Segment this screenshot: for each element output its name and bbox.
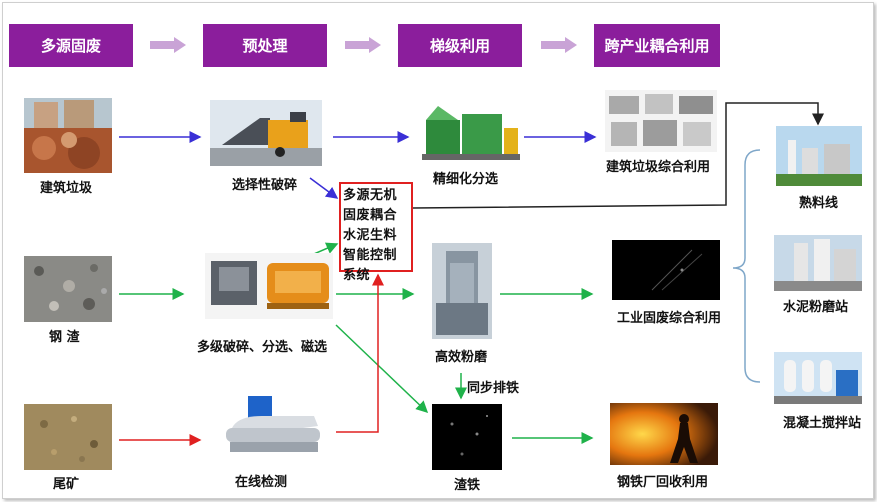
label-selective-crushing: 选择性破碎 — [232, 178, 298, 193]
photo-industrial-waste — [612, 240, 720, 300]
control-system-box: 多源无机固废耦合水泥生料智能控制系统 — [339, 182, 413, 283]
label-tailings: 尾矿 — [53, 477, 80, 492]
stage-pretreatment-label: 预处理 — [242, 37, 288, 55]
arrow-black — [412, 102, 824, 209]
label-industrial-util: 工业固废综合利用 — [617, 311, 722, 326]
stage-pretreatment: 预处理 — [203, 24, 327, 67]
label-online-detection: 在线检测 — [235, 475, 288, 490]
control-system-label: 多源无机固废耦合水泥生料智能控制系统 — [343, 188, 398, 283]
photo-construction-waste — [24, 98, 112, 173]
photo-multi-crusher — [205, 253, 333, 319]
photo-crusher — [210, 100, 322, 166]
photo-building-blocks — [605, 90, 717, 152]
label-construction-util: 建筑垃圾综合利用 — [606, 160, 711, 175]
photo-vertical-mill — [432, 243, 492, 339]
photo-concrete-station — [774, 352, 862, 404]
label-concrete-mixing: 混凝土搅拌站 — [783, 416, 862, 431]
arrow-blue — [309, 177, 339, 199]
stage-sources-label: 多源固废 — [40, 37, 101, 55]
photo-tailings — [24, 404, 112, 470]
label-slag-iron: 渣铁 — [454, 478, 481, 493]
photo-sorting-machine — [418, 100, 522, 166]
label-clinker: 熟料线 — [799, 196, 839, 211]
chevron-right-icon — [150, 37, 186, 53]
label-high-eff-grinding: 高效粉磨 — [435, 350, 488, 365]
photo-clinker-line — [776, 126, 862, 186]
stage-cross-industry: 跨产业耦合利用 — [594, 24, 720, 67]
stage-cross-industry-label: 跨产业耦合利用 — [604, 37, 710, 55]
stage-cascade-label: 梯级利用 — [429, 37, 490, 55]
bracket — [732, 149, 761, 383]
label-multi-stage: 多级破碎、分选、磁选 — [197, 340, 328, 355]
stage-sources: 多源固废 — [9, 24, 133, 67]
label-cement-grinding: 水泥粉磨站 — [783, 300, 849, 315]
label-steel-slag: 钢 渣 — [49, 330, 80, 345]
chevron-right-icon — [345, 37, 381, 53]
label-steel-recycling: 钢铁厂回收利用 — [617, 475, 709, 490]
arrow-red — [336, 273, 384, 433]
photo-slag-iron — [432, 404, 502, 470]
label-construction-waste: 建筑垃圾 — [40, 181, 93, 196]
photo-cement-station — [774, 235, 862, 291]
label-sync-iron-removal: 同步排铁 — [467, 381, 520, 396]
chevron-right-icon — [541, 37, 577, 53]
arrow-green — [335, 324, 429, 414]
photo-steel-slag — [24, 256, 112, 322]
photo-steel-plant — [610, 403, 718, 465]
label-fine-sorting: 精细化分选 — [433, 172, 499, 187]
stage-cascade: 梯级利用 — [398, 24, 522, 67]
photo-online-detector — [218, 394, 326, 460]
